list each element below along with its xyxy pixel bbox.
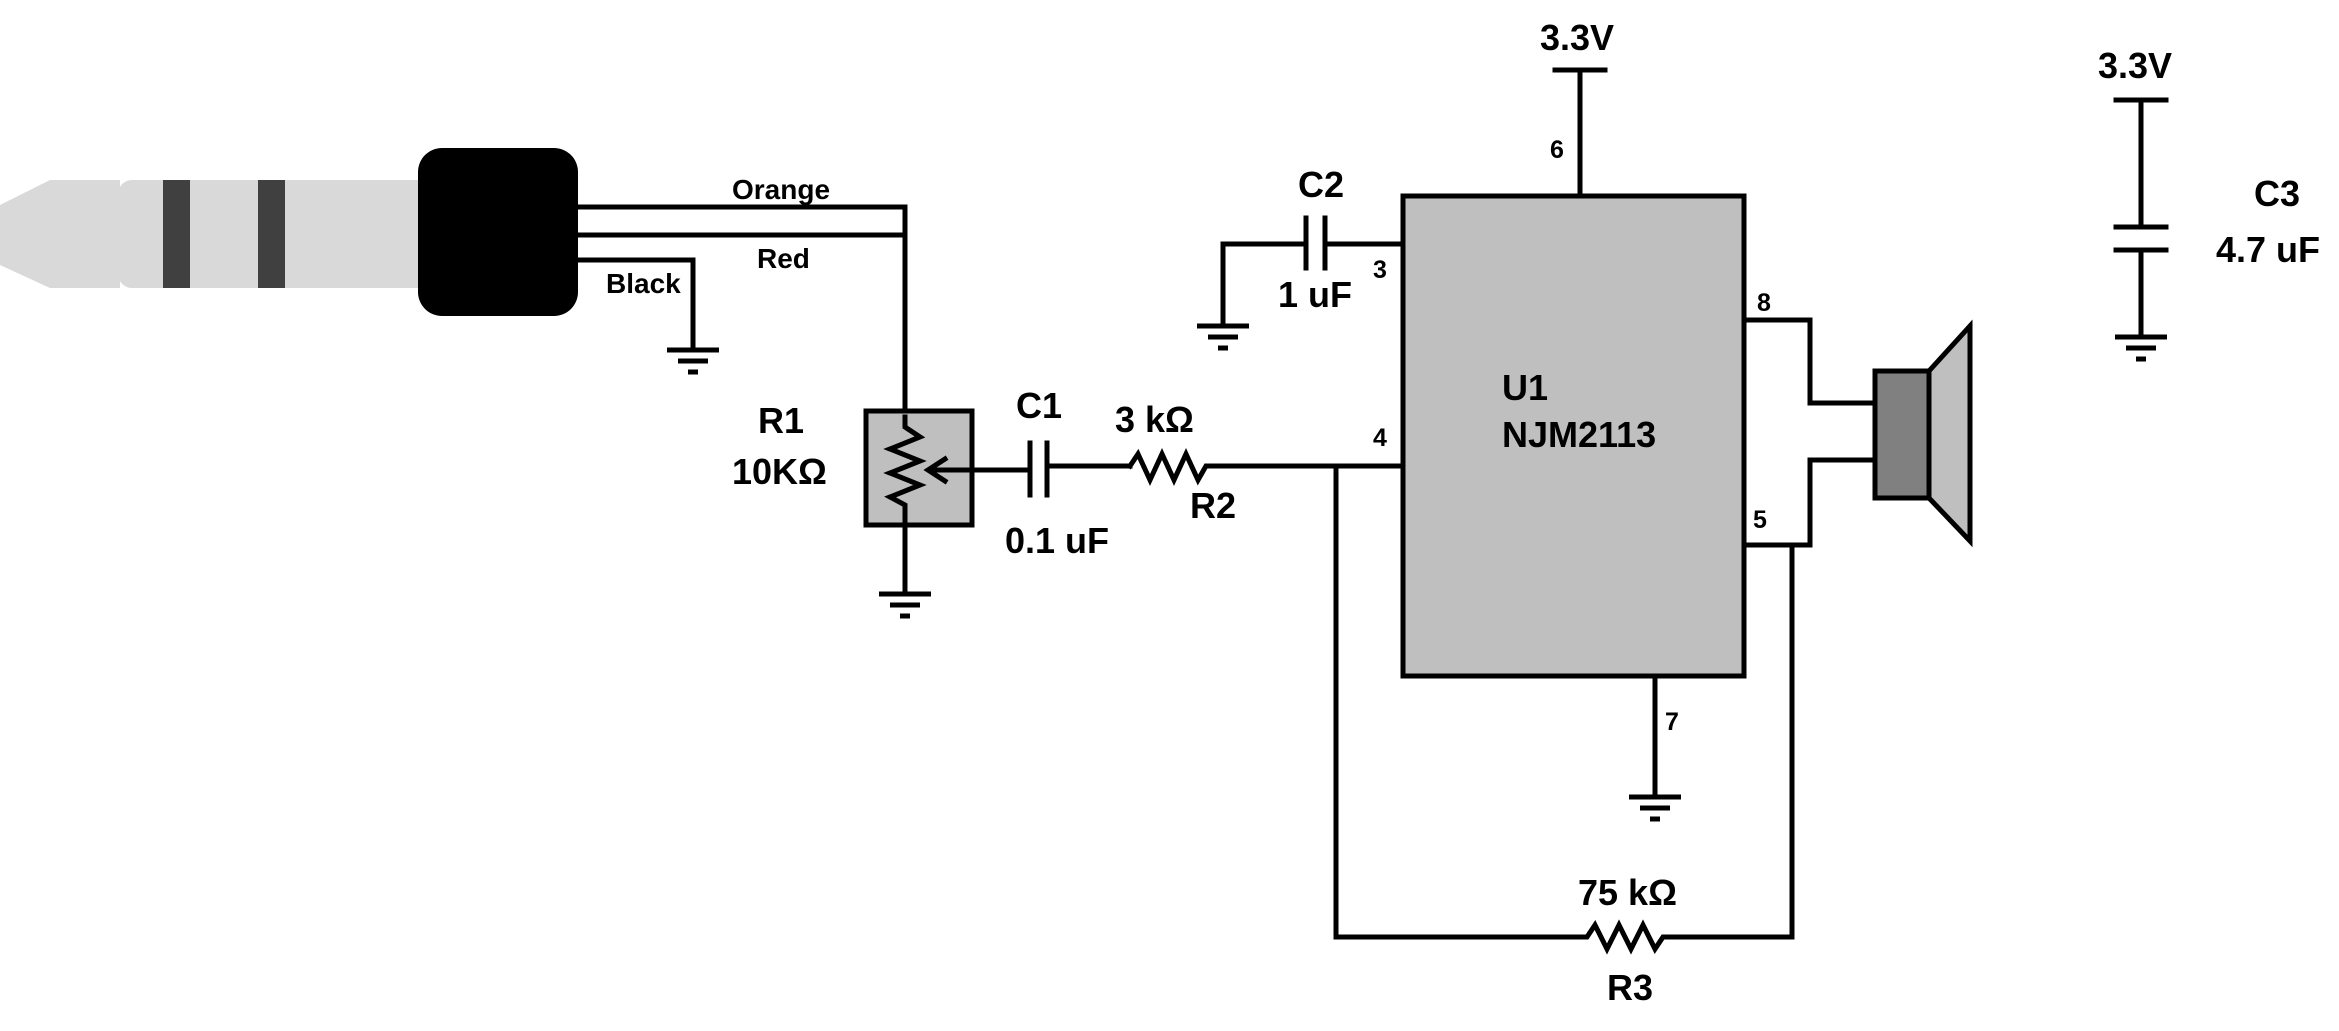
pin-3-label: 3 (1373, 256, 1387, 284)
jack-tip (0, 180, 120, 288)
ic-u1 (1400, 193, 1747, 679)
pin-4-label: 4 (1373, 424, 1387, 452)
supply-u1 (1552, 67, 1608, 199)
feedback-loop (1333, 457, 1878, 955)
resistor-r2 (1126, 448, 1408, 486)
pin-6-label: 6 (1550, 136, 1564, 164)
ground-symbol-r1 (879, 591, 931, 619)
r1-value: 10KΩ (732, 451, 827, 492)
u1-supply-label: 3.3V (1540, 17, 1614, 58)
capacitor-c3 (2113, 97, 2169, 362)
c1-value: 0.1 uF (1005, 520, 1109, 561)
r1-ref: R1 (758, 400, 804, 441)
potentiometer-track (883, 414, 927, 593)
pin-7-label: 7 (1665, 708, 1679, 736)
c3-supply-label: 3.3V (2098, 45, 2172, 86)
c3-ref: C3 (2254, 173, 2300, 214)
black-wire-label: Black (606, 268, 681, 299)
pin-7-ground (1629, 673, 1681, 822)
pin-8-wire (1741, 317, 1878, 406)
black-wire (532, 257, 696, 348)
capacitor-c2 (1220, 215, 1406, 325)
jack-ring-1 (163, 180, 190, 288)
audio-jack (0, 148, 578, 316)
pin-5-label: 5 (1753, 506, 1767, 534)
jack-wires (532, 204, 908, 420)
r2-ref: R2 (1190, 485, 1236, 526)
ground-symbol-black (667, 347, 719, 375)
wiper-arrow (923, 455, 949, 485)
r3-value: 75 kΩ (1578, 872, 1677, 913)
potentiometer-r1 (863, 408, 1021, 593)
red-wire-label: Red (757, 243, 810, 274)
jack-ring-2 (258, 180, 285, 288)
c2-ref: C2 (1298, 164, 1344, 205)
pin-8-label: 8 (1757, 289, 1771, 317)
jack-body (418, 148, 578, 316)
speaker-icon (1872, 319, 1973, 548)
r3-ref: R3 (1607, 967, 1653, 1008)
u1-part: NJM2113 (1502, 414, 1656, 455)
u1-ref: U1 (1502, 367, 1548, 408)
capacitor-c1 (1015, 440, 1133, 498)
c3-value: 4.7 uF (2216, 229, 2320, 270)
r2-value: 3 kΩ (1115, 399, 1194, 440)
c1-ref: C1 (1016, 385, 1062, 426)
c2-value: 1 uF (1278, 274, 1352, 315)
orange-wire (532, 204, 908, 420)
speaker-magnet (1872, 368, 1932, 501)
ground-symbol-c2 (1197, 323, 1249, 351)
speaker-cone (1926, 319, 1973, 548)
orange-wire-label: Orange (732, 174, 830, 205)
